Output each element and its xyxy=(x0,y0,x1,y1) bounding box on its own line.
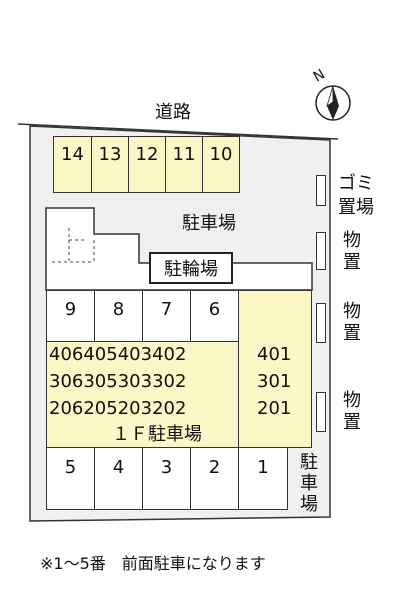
unit-403: 403 xyxy=(117,344,153,365)
road-label: 道路 xyxy=(155,102,191,123)
north-compass-icon xyxy=(315,85,351,121)
storage-box-1 xyxy=(316,232,326,270)
parking-space-6: 6 xyxy=(190,290,239,342)
unit-205: 205 xyxy=(83,398,118,419)
parking-space-7: 7 xyxy=(142,290,191,342)
parking-space-10: 10 xyxy=(202,136,240,193)
unit-row-3f: 306305303302 xyxy=(49,373,186,391)
unit-406: 406 xyxy=(49,344,84,365)
storage-label-3: 物置 xyxy=(342,390,362,434)
unit-row-2f: 206205203202 xyxy=(49,400,186,418)
parking-space-5: 5 xyxy=(46,447,95,510)
storage-label-text-1: 物置 xyxy=(343,230,361,273)
bike-parking-box: 駐輪場 xyxy=(149,252,233,284)
storage-box-3 xyxy=(316,392,326,432)
storage-label-text-2: 物置 xyxy=(343,301,361,344)
storage-label-text-3: 物置 xyxy=(343,390,361,433)
unit-301: 301 xyxy=(257,371,292,392)
parking-space-13: 13 xyxy=(91,136,129,193)
unit-306: 306 xyxy=(49,371,84,392)
parking-space-8: 8 xyxy=(94,290,143,342)
unit-305: 305 xyxy=(83,371,118,392)
unit-402: 402 xyxy=(152,344,187,365)
parking-space-12: 12 xyxy=(128,136,166,193)
storage-box-2 xyxy=(316,303,326,343)
unit-203: 203 xyxy=(117,398,153,419)
parking-space-1: 1 xyxy=(238,447,288,510)
unit-202: 202 xyxy=(152,398,187,419)
parking-space-9: 9 xyxy=(46,290,95,342)
parking-space-3: 3 xyxy=(142,447,191,510)
unit-303: 303 xyxy=(117,371,153,392)
garbage-label: ゴミ置場 xyxy=(338,173,374,218)
unit-row-4f: 406405403402 xyxy=(49,346,186,364)
parking-space-14: 14 xyxy=(53,136,92,193)
unit-405: 405 xyxy=(83,344,118,365)
parking-space-4: 4 xyxy=(94,447,143,510)
garbage-area-box xyxy=(316,175,326,206)
unit-302: 302 xyxy=(152,371,187,392)
garbage-label-line1: ゴミ置場 xyxy=(338,172,378,220)
ground-floor-parking-label: １Ｆ駐車場 xyxy=(112,424,202,445)
parking-space-2: 2 xyxy=(190,447,239,510)
storage-label-1: 物置 xyxy=(342,230,362,274)
storage-label-2: 物置 xyxy=(342,301,362,345)
unit-401: 401 xyxy=(257,344,292,365)
side-parking-label: 駐車場 xyxy=(300,452,318,515)
unit-206: 206 xyxy=(49,398,84,419)
parking-label: 駐車場 xyxy=(182,213,236,234)
unit-201: 201 xyxy=(257,398,292,419)
parking-space-11: 11 xyxy=(165,136,203,193)
footnote: ※1～5番 前面駐車になります xyxy=(40,554,266,573)
building-units-right-area xyxy=(238,290,312,448)
